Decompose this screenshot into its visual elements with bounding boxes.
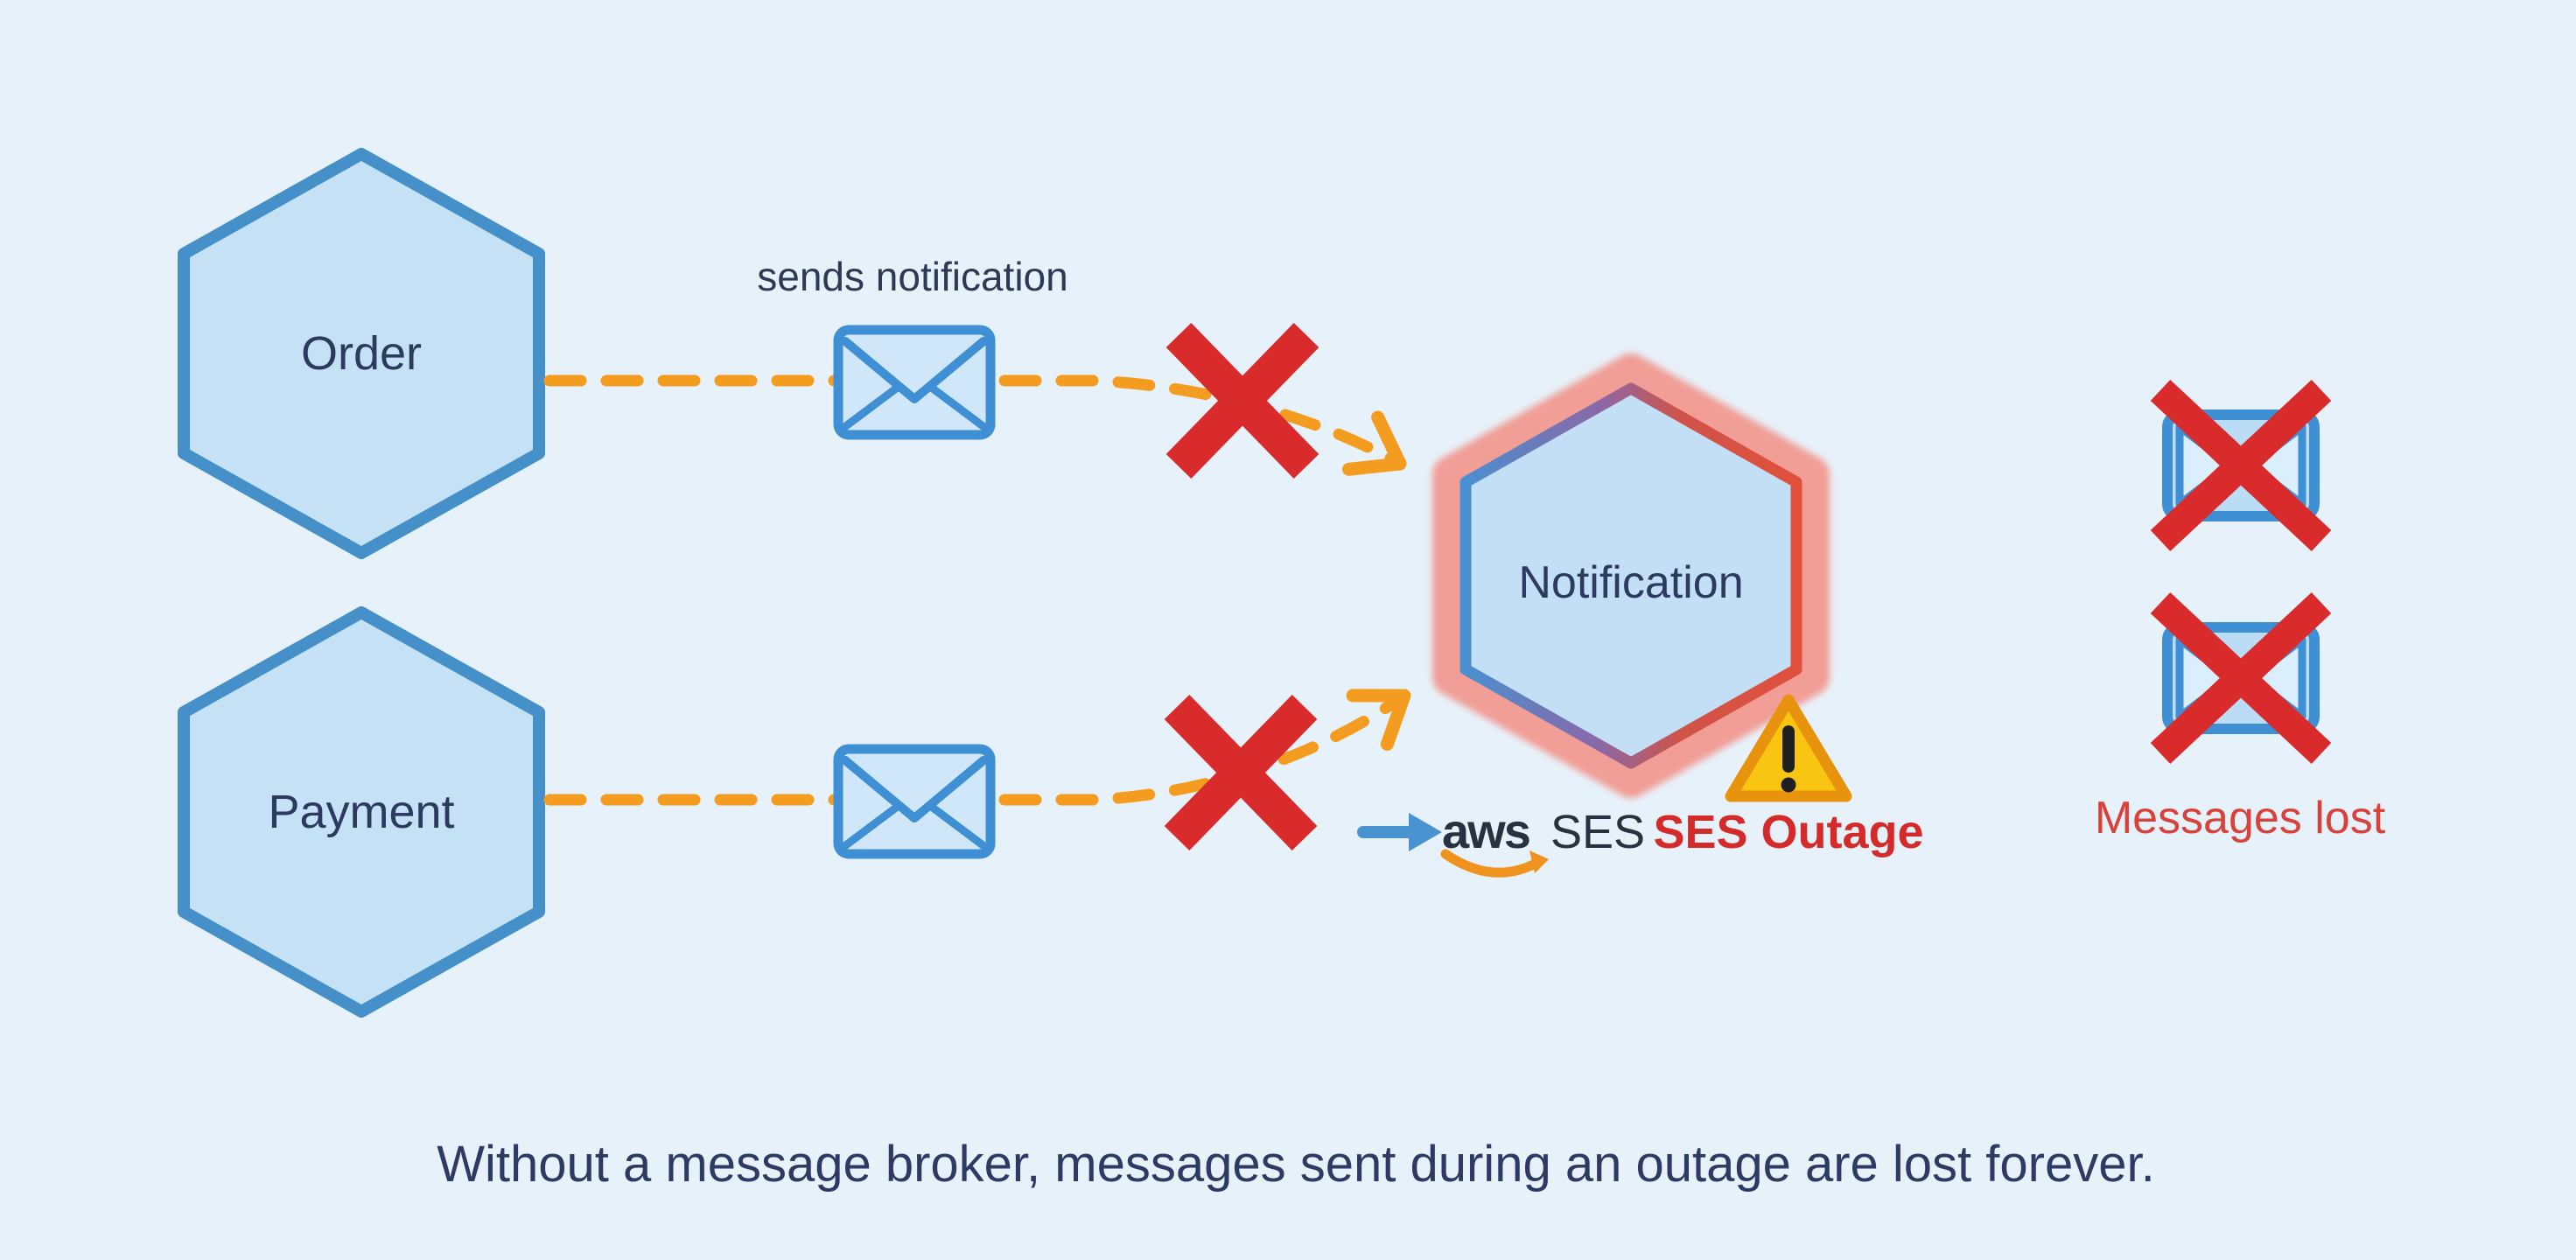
aws-logo-text: aws <box>1442 803 1531 858</box>
aws-smile-icon <box>1440 849 1549 878</box>
notification-node-glow <box>1432 354 1830 798</box>
payment-path-failure-cross-icon <box>1177 707 1305 838</box>
ses-outage-label: SES Outage <box>1653 806 1924 858</box>
order-node-hexagon <box>178 148 545 559</box>
sends-notification-label: sends notification <box>757 254 1068 299</box>
aws-arrow-icon <box>1357 813 1442 851</box>
order-path-failure-cross-icon <box>1179 335 1306 466</box>
lost-message-envelope-1-icon <box>2160 390 2321 541</box>
payment-message-envelope-icon <box>838 749 990 854</box>
payment-node-label: Payment <box>268 786 455 838</box>
lost-message-envelope-2-icon <box>2160 603 2321 753</box>
order-message-envelope-icon <box>838 330 990 435</box>
ses-text: SES <box>1550 806 1646 858</box>
order-node-label: Order <box>300 327 423 380</box>
diagram-caption: Without a message broker, messages sent … <box>437 1135 2155 1193</box>
notification-node-label: Notification <box>1518 557 1744 608</box>
messages-lost-label: Messages lost <box>2094 793 2386 844</box>
notification-node-hexagon <box>1460 382 1802 769</box>
warning-triangle-icon <box>1725 694 1852 802</box>
payment-node-hexagon <box>178 606 545 1018</box>
